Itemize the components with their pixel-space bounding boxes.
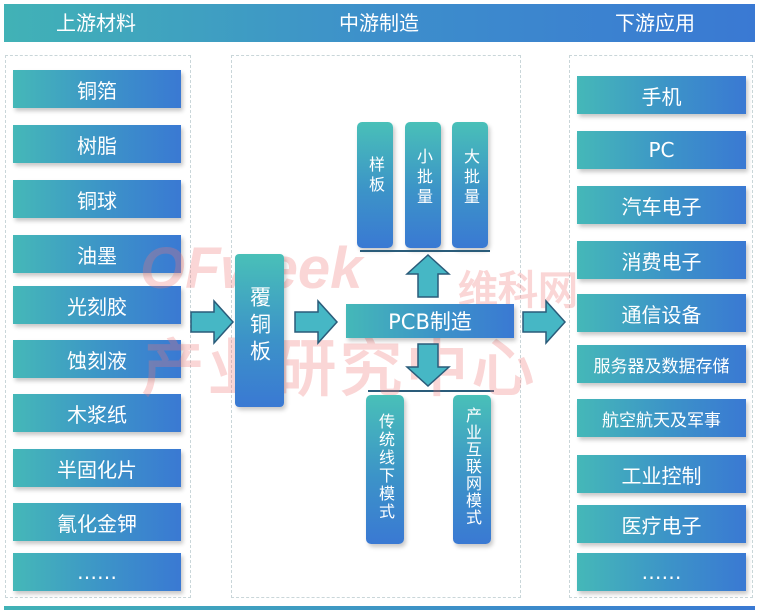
upstream-item: 氰化金钾 [13,503,181,541]
mode-box-industrial-internet: 产业互联网模式 [453,395,491,544]
pcb-label: PCB制造 [388,310,472,334]
header-upstream: 上游材料 [56,11,136,35]
header-downstream: 下游应用 [615,11,695,35]
downstream-item: 手机 [577,76,746,114]
downstream-item: 服务器及数据存储 [577,345,746,383]
upstream-item: 油墨 [13,235,181,273]
ccl-label: 覆铜板 [247,286,272,367]
upstream-item: …… [13,553,181,591]
upstream-item: 蚀刻液 [13,340,181,378]
upstream-item: 铜箔 [13,70,181,108]
upstream-item: 铜球 [13,180,181,218]
bottom-connector-line [368,390,494,392]
footer-line [4,606,755,610]
mode-box-small-batch: 小批量 [405,122,441,248]
downstream-item: 航空航天及军事 [577,399,746,437]
mode-box-offline: 传统线下模式 [366,395,404,544]
downstream-item: 汽车电子 [577,186,746,224]
upstream-item: 树脂 [13,125,181,163]
mode-label: 小批量 [414,148,433,208]
arrow-right-icon [522,299,567,345]
mode-box-large-batch: 大批量 [452,122,488,248]
downstream-item: 工业控制 [577,455,746,493]
arrow-down-icon [405,343,451,388]
header-midstream: 中游制造 [339,11,419,35]
mode-label: 样板 [366,156,385,196]
arrow-right-icon [294,299,339,345]
mode-label: 传统线下模式 [376,413,395,521]
arrow-right-icon [190,299,235,345]
downstream-item: 医疗电子 [577,505,746,543]
pcb-box: PCB制造 [346,304,514,338]
downstream-item: PC [577,131,746,169]
mode-box-sample: 样板 [357,122,393,248]
ccl-box: 覆铜板 [235,254,284,407]
upstream-item: 木浆纸 [13,394,181,432]
mode-label: 产业互联网模式 [463,407,482,526]
mode-label: 大批量 [461,148,480,208]
downstream-item: 通信设备 [577,294,746,332]
upstream-item: 半固化片 [13,449,181,487]
header-bar: 上游材料 中游制造 下游应用 [4,4,755,42]
top-connector-line [360,250,490,252]
upstream-item: 光刻胶 [13,286,181,324]
arrow-up-icon [405,253,451,298]
downstream-item: …… [577,553,746,591]
downstream-item: 消费电子 [577,241,746,279]
